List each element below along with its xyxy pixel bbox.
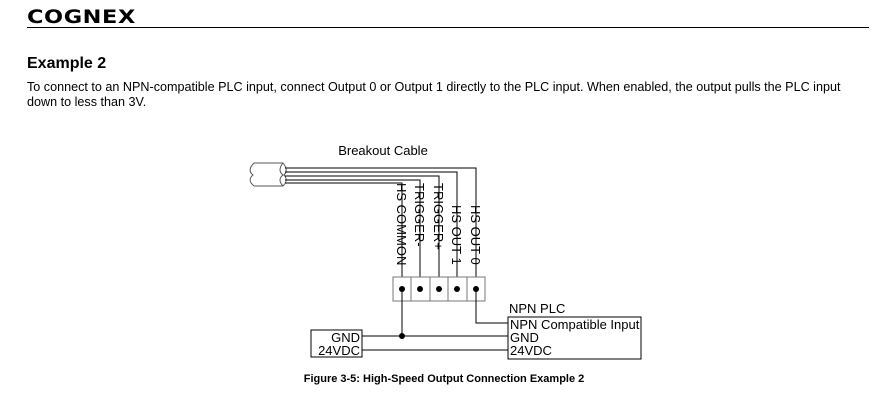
cable-icon xyxy=(249,162,287,187)
plc-title: NPN PLC xyxy=(509,301,565,316)
wire-hs-out-0 xyxy=(285,167,477,288)
power-supply: GND 24VDC xyxy=(310,329,363,358)
terminal-trigger-plus xyxy=(436,286,442,292)
wire-hs-out-1 xyxy=(285,171,458,288)
cable-wires xyxy=(285,167,477,288)
cable-label: Breakout Cable xyxy=(338,143,428,158)
npn-plc: NPN PLC NPN Compatible Input GND 24VDC xyxy=(507,301,642,360)
wire-label-hs-out-1: HS OUT 1 xyxy=(449,205,464,265)
ps-24vdc-label: 24VDC xyxy=(318,343,360,358)
section-heading: Example 2 xyxy=(27,55,107,72)
wire-out0-to-plc-input xyxy=(475,289,508,324)
wire-label-trigger-plus: TRIGGER+ xyxy=(431,183,446,250)
wire-label-trigger-minus: TRIGGER- xyxy=(412,183,427,247)
wire-label-hs-out-0: HS OUT 0 xyxy=(468,205,483,265)
ps-gnd-label: GND xyxy=(331,330,360,345)
wire-hs-common xyxy=(285,182,403,288)
plc-24vdc-label: 24VDC xyxy=(510,343,552,358)
plc-gnd-label: GND xyxy=(510,330,539,345)
cognex-logo: COGNEX xyxy=(27,6,136,28)
terminal-trigger-minus xyxy=(417,286,423,292)
plc-input-label: NPN Compatible Input xyxy=(510,317,640,332)
figure-caption: Figure 3-5: High-Speed Output Connection… xyxy=(303,373,585,385)
wire-trigger-minus xyxy=(285,179,421,288)
connection-wires xyxy=(362,289,508,351)
header-divider xyxy=(27,27,869,28)
wire-trigger-plus xyxy=(285,175,440,288)
junction-dot xyxy=(399,333,405,339)
section-paragraph: To connect to an NPN-compatible PLC inpu… xyxy=(27,80,841,109)
wire-label-hs-common: HS COMMON xyxy=(394,183,409,265)
terminal-block xyxy=(392,276,486,302)
terminal-hs-out-1 xyxy=(454,286,460,292)
